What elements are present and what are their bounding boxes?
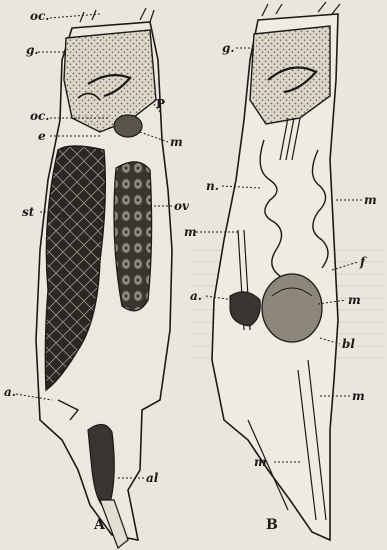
label-b-n: n. bbox=[206, 180, 219, 192]
label-a-oc-mid: oc. bbox=[30, 110, 50, 122]
panel-b-bladder bbox=[262, 274, 322, 342]
label-a-p: P bbox=[156, 98, 165, 110]
label-a-st: st bbox=[22, 206, 34, 218]
label-b-m-left: m bbox=[184, 226, 197, 238]
panel-label-a: A bbox=[94, 518, 105, 532]
panel-a-eyespot bbox=[114, 115, 142, 137]
label-a-a: a. bbox=[4, 386, 16, 398]
label-b-f: f bbox=[360, 256, 365, 268]
panel-b-drawing bbox=[196, 2, 362, 540]
label-b-m-bottom: m bbox=[254, 456, 267, 468]
label-a-al: al bbox=[146, 472, 158, 484]
label-b-m-right: m bbox=[364, 194, 377, 206]
label-b-a: a. bbox=[190, 290, 202, 302]
label-b-bl: bl bbox=[342, 338, 355, 350]
panel-a-ovary bbox=[114, 162, 152, 311]
label-a-oc-top: oc. bbox=[30, 10, 50, 22]
label-b-m-mid: m bbox=[348, 294, 361, 306]
label-b-m-lowright: m bbox=[352, 390, 365, 402]
label-a-m: m bbox=[170, 136, 183, 148]
label-a-ov: ov bbox=[174, 200, 189, 212]
label-b-g: g. bbox=[222, 42, 235, 54]
label-a-g: g. bbox=[26, 44, 39, 56]
label-a-e: e bbox=[38, 130, 46, 142]
panel-label-b: B bbox=[266, 518, 278, 532]
panel-a-drawing bbox=[16, 8, 172, 548]
